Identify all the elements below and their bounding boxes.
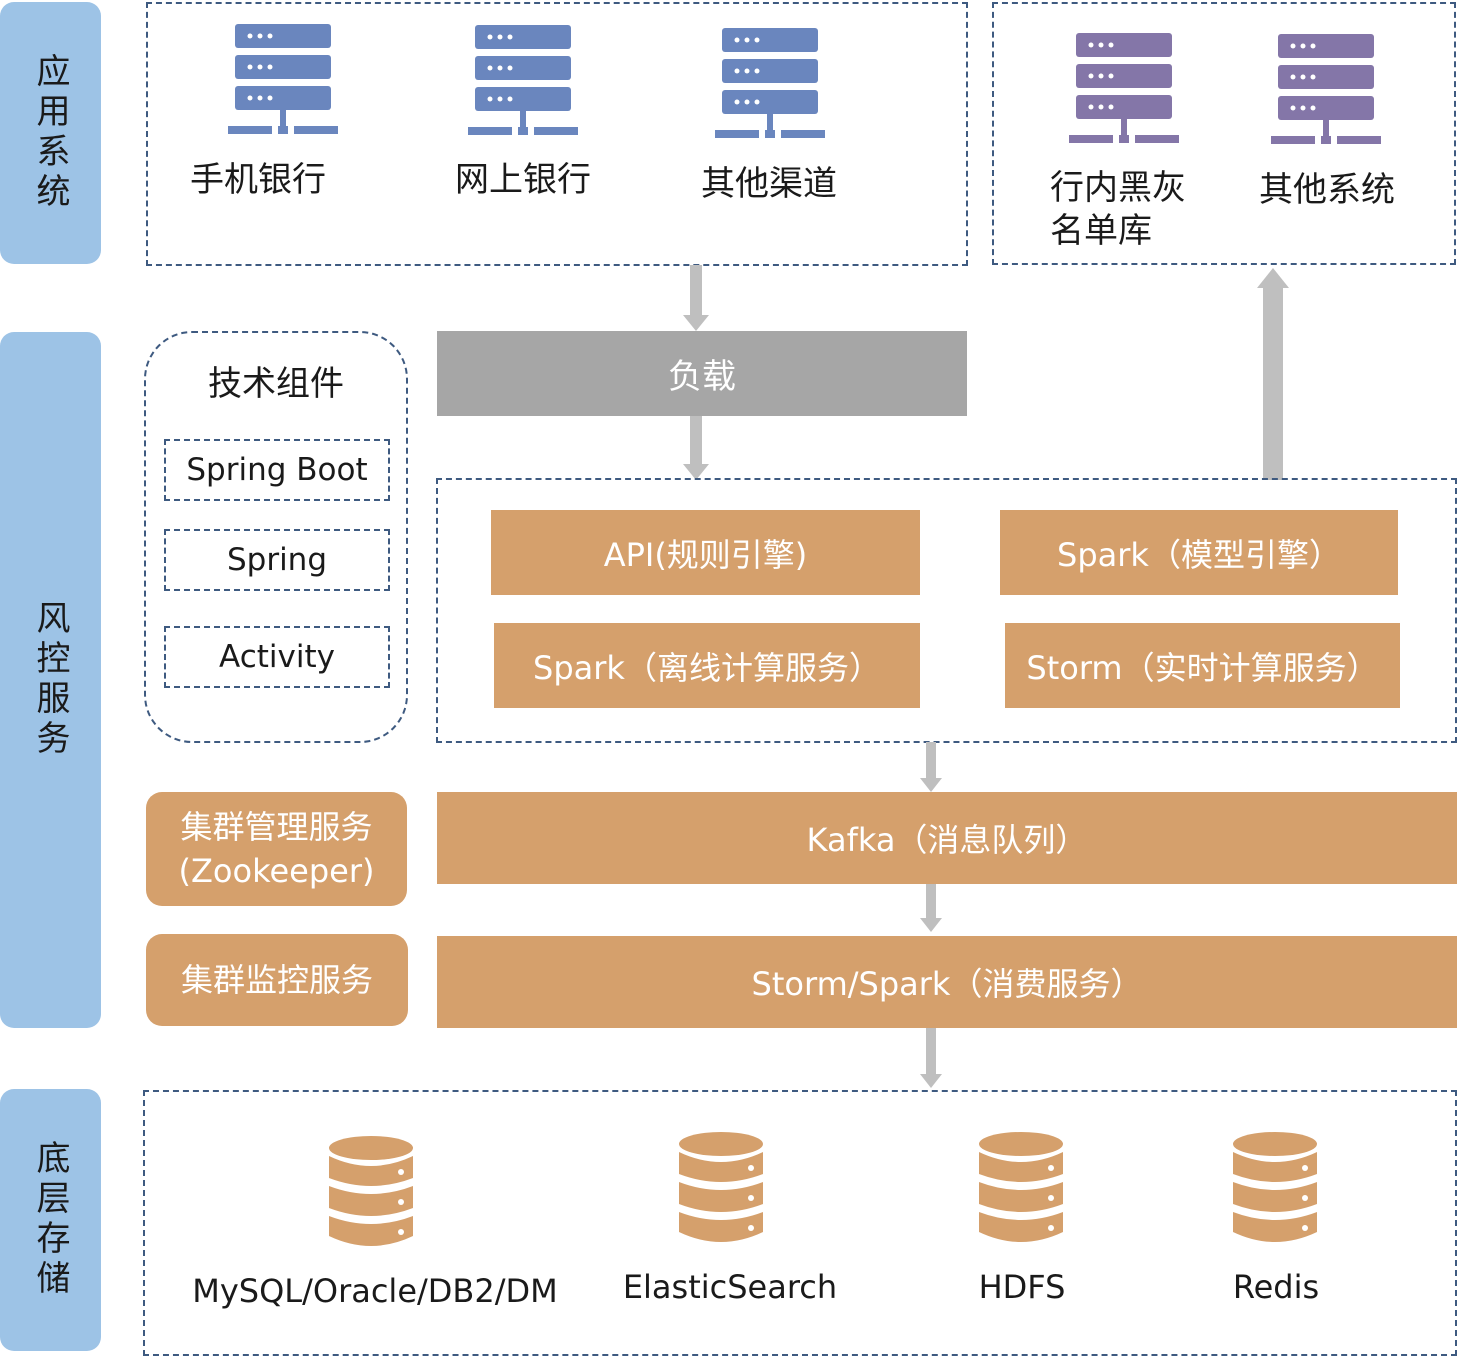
tech-item: Spring <box>164 529 390 591</box>
tech-item-label: Spring <box>226 542 328 578</box>
storage-label: HDFS <box>978 1268 1066 1306</box>
database-icon <box>977 1132 1065 1246</box>
model-engine-label: Spark（模型引擎） <box>1057 535 1341 574</box>
consumer-service: Storm/Spark（消费服务） <box>437 936 1457 1028</box>
engines-box <box>436 478 1457 743</box>
cluster-monitor-label: 集群监控服务 <box>180 961 373 999</box>
storage-label: Redis <box>1232 1268 1320 1306</box>
tech-components-title: 技术组件 <box>208 364 344 404</box>
consumer-service-label: Storm/Spark（消费服务） <box>751 965 1143 1003</box>
layer-app: 应用系统 <box>0 2 101 264</box>
tech-item-label: Spring Boot <box>186 452 368 488</box>
layer-app-label: 应用系统 <box>30 53 70 213</box>
server-icon <box>1069 33 1179 145</box>
offline-compute-label: Spark（离线计算服务） <box>533 648 881 687</box>
storage-label: MySQL/Oracle/DB2/DM <box>192 1272 558 1310</box>
kafka-queue-label: Kafka（消息队列） <box>806 821 1088 859</box>
load-balancer: 负载 <box>437 331 967 416</box>
cluster-management-label: 集群管理服务 <box>180 808 373 846</box>
app-systems-box <box>146 2 968 266</box>
arrow-down <box>681 416 711 480</box>
tech-components-box <box>144 331 408 743</box>
arrow-down <box>918 884 944 932</box>
storage-label: ElasticSearch <box>622 1268 838 1306</box>
layer-storage-label: 底层存储 <box>30 1140 70 1300</box>
database-icon <box>677 1132 765 1246</box>
app-system-label: 其他渠道 <box>701 164 837 204</box>
cluster-management-sub: (Zookeeper) <box>178 852 375 890</box>
layer-storage: 底层存储 <box>0 1089 101 1351</box>
rule-engine-label: API(规则引擎) <box>603 535 808 574</box>
kafka-queue: Kafka（消息队列） <box>437 792 1457 884</box>
rule-engine: API(规则引擎) <box>491 510 920 595</box>
database-icon <box>1231 1132 1319 1246</box>
model-engine: Spark（模型引擎） <box>1000 510 1398 595</box>
tech-item: Spring Boot <box>164 439 390 501</box>
app-system-label: 网上银行 <box>455 160 591 200</box>
realtime-compute-label: Storm（实时计算服务） <box>1026 648 1379 687</box>
tech-item-label: Activity <box>219 639 335 675</box>
arrow-down <box>681 265 711 331</box>
realtime-compute: Storm（实时计算服务） <box>1005 623 1400 708</box>
server-icon <box>1271 34 1381 146</box>
app-system-label: 手机银行 <box>190 160 326 200</box>
internal-system-label: 其他系统 <box>1259 170 1395 210</box>
internal-system-label: 名单库 <box>1050 211 1152 251</box>
arrow-down <box>918 1028 944 1088</box>
layer-risk-label: 风控服务 <box>30 600 70 760</box>
cluster-monitor: 集群监控服务 <box>146 934 408 1026</box>
internal-system-label: 行内黑灰 <box>1050 168 1186 208</box>
arrow-up <box>1255 268 1291 480</box>
server-icon <box>715 28 825 140</box>
tech-item: Activity <box>164 626 390 688</box>
server-icon <box>228 24 338 136</box>
internal-systems-box <box>992 2 1456 265</box>
database-icon <box>327 1136 415 1250</box>
offline-compute: Spark（离线计算服务） <box>494 623 920 708</box>
storage-box <box>143 1090 1457 1356</box>
load-balancer-label: 负载 <box>668 357 736 397</box>
layer-risk: 风控服务 <box>0 332 101 1028</box>
cluster-management: 集群管理服务 (Zookeeper) <box>146 792 407 906</box>
arrow-down <box>918 742 944 792</box>
server-icon <box>468 25 578 137</box>
